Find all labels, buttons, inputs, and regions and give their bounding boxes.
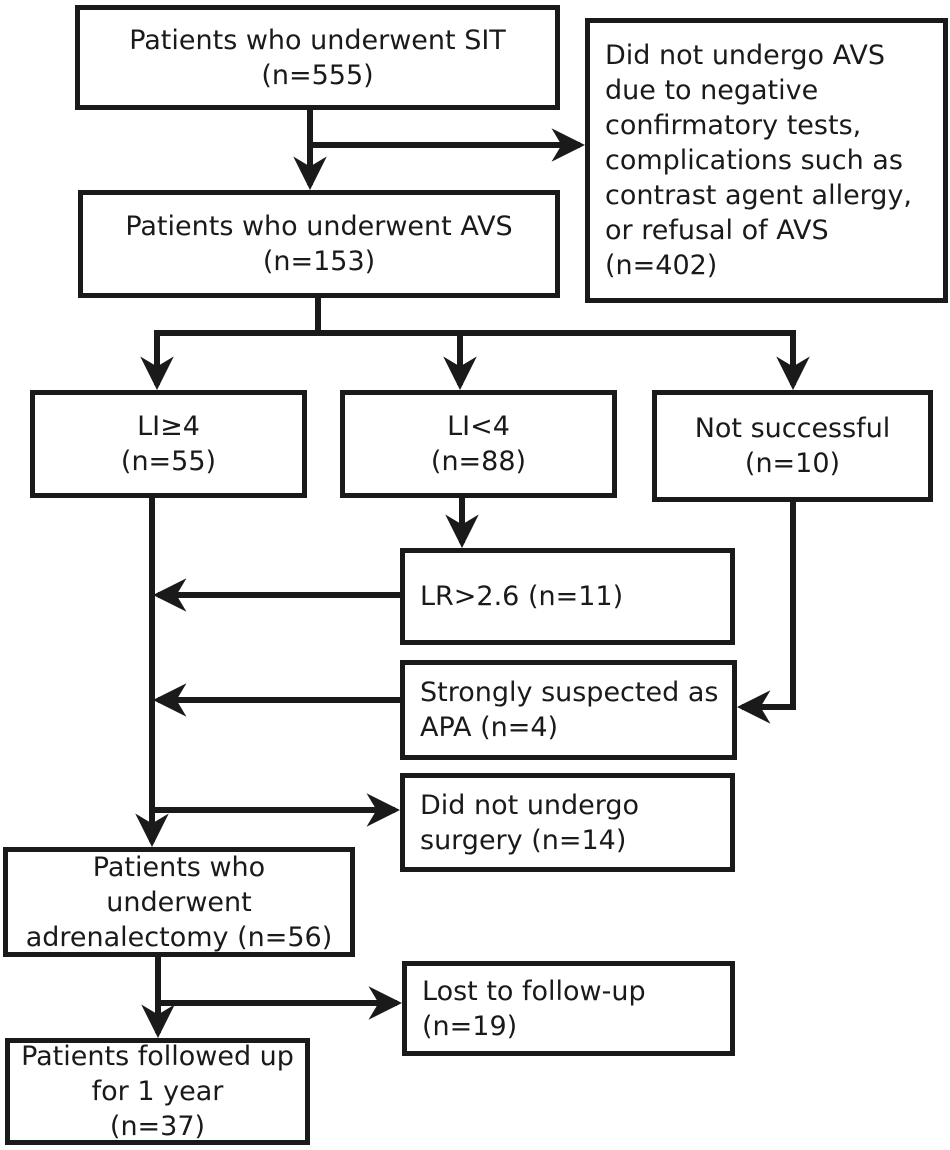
node-li-ge4: LI≥4 (n=55) xyxy=(30,390,307,498)
node-lost-followup: Lost to follow-up (n=19) xyxy=(402,961,735,1056)
node-li-lt4-label: LI<4 (n=88) xyxy=(430,411,527,477)
node-lr: LR>2.6 (n=11) xyxy=(400,548,735,645)
node-sit: Patients who underwent SIT (n=555) xyxy=(75,5,560,110)
node-apa-label: Strongly suspected as APA (n=4) xyxy=(420,677,719,743)
node-not-successful: Not successful (n=10) xyxy=(652,390,933,502)
node-adrenalectomy-label: Patients who underwent adrenalectomy (n=… xyxy=(25,851,333,953)
node-sit-label: Patients who underwent SIT (n=555) xyxy=(129,24,506,91)
node-lost-followup-label: Lost to follow-up (n=19) xyxy=(422,975,646,1042)
node-followed-1yr-label: Patients followed up for 1 year (n=37) xyxy=(21,1041,294,1142)
node-li-lt4: LI<4 (n=88) xyxy=(340,390,617,498)
node-no-avs: Did not undergo AVS due to negative conf… xyxy=(585,18,948,303)
node-avs: Patients who underwent AVS (n=153) xyxy=(78,190,560,298)
node-apa: Strongly suspected as APA (n=4) xyxy=(400,660,737,760)
node-lr-label: LR>2.6 (n=11) xyxy=(420,581,624,612)
node-followed-1yr: Patients followed up for 1 year (n=37) xyxy=(5,1038,310,1145)
node-li-ge4-label: LI≥4 (n=55) xyxy=(120,411,217,477)
node-adrenalectomy: Patients who underwent adrenalectomy (n=… xyxy=(3,847,355,957)
arrow-not-successful-to-apa xyxy=(736,499,796,724)
node-not-successful-label: Not successful (n=10) xyxy=(694,413,891,479)
node-avs-label: Patients who underwent AVS (n=153) xyxy=(125,211,513,277)
node-no-avs-label: Did not undergo AVS due to negative conf… xyxy=(605,40,913,281)
node-no-surgery-label: Did not undergo surgery (n=14) xyxy=(420,789,640,856)
node-no-surgery: Did not undergo surgery (n=14) xyxy=(400,773,735,872)
